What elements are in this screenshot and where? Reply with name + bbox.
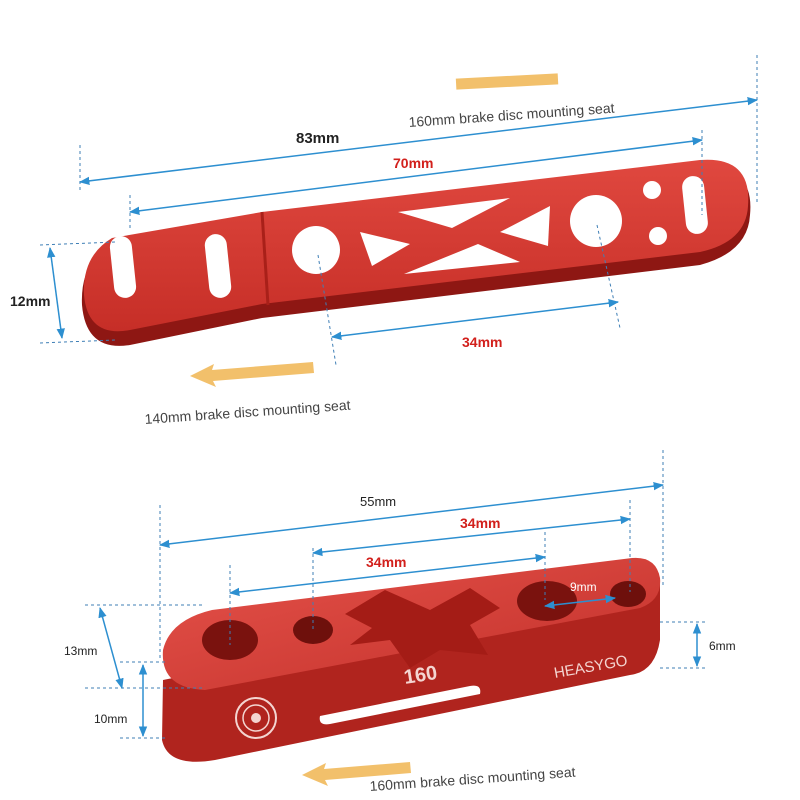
dim-9mm-line [543,594,617,610]
label-12mm: 12mm [10,293,50,309]
label-13mm: 13mm [64,644,97,658]
dim-34mm-right-line [311,515,632,557]
label-9mm: 9mm [570,580,597,594]
dim-34mm-upper-line [330,298,620,341]
label-10mm: 10mm [94,712,127,726]
caption-160-upper: 160mm brake disc mounting seat [408,100,615,130]
lower-hole-right [517,581,577,621]
caption-140: 140mm brake disc mounting seat [144,397,351,427]
upper-x-cutout-bottom [404,244,520,274]
lower-x-pocket [345,588,500,668]
upper-hole-left [292,226,340,274]
engraving-160: 160 [402,662,438,689]
upper-dimension-lines [47,96,759,341]
upper-x-cutout-right [500,206,550,246]
dim-12mm-line [47,246,65,340]
upper-bracket-step [260,211,270,306]
upper-hole-right [570,195,622,247]
brake-disc-logo-icon [235,697,277,739]
seat-160-marker [455,73,559,90]
label-6mm: 6mm [709,639,736,653]
dim-34mm-left-line [228,553,547,597]
dim-13mm-line [98,606,124,690]
upper-second-slot [204,234,232,298]
upper-left-slot [109,236,137,298]
lower-seat-160-arrow [302,762,411,786]
upper-bracket [81,159,751,346]
lower-front-slot [319,685,481,725]
dim-55mm-line [158,481,665,549]
upper-x-cutout-left [360,232,410,266]
dim-70mm-line [128,137,704,215]
lower-threaded-hole-left [293,616,333,644]
seat-140-arrow [190,362,314,387]
lower-dimension-lines [98,481,702,738]
label-83mm: 83mm [296,130,339,147]
label-55mm: 55mm [360,494,396,509]
upper-small-hole-a [643,181,661,199]
upper-small-hole-b [649,227,667,245]
label-34mm-upper: 34mm [462,334,502,350]
label-70mm: 70mm [393,155,433,171]
label-34mm-left: 34mm [366,554,406,570]
label-34mm-right: 34mm [460,515,500,531]
lower-threaded-hole-right [610,581,646,607]
